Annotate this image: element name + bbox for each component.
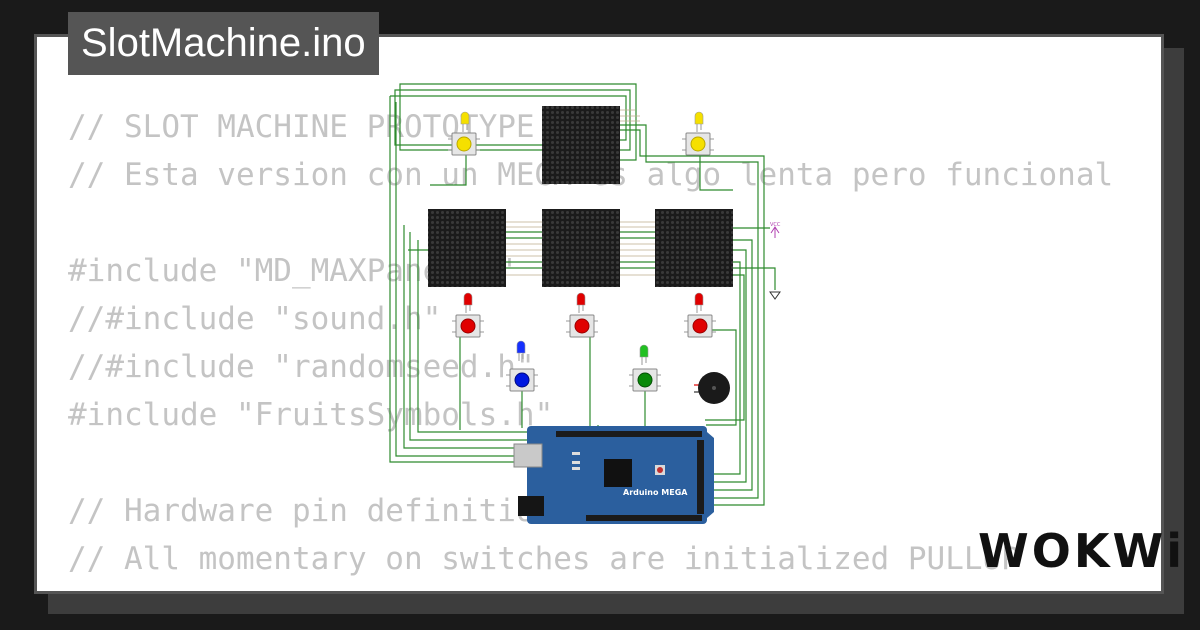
yellow-button-left[interactable]	[448, 132, 480, 156]
data-bus	[506, 109, 656, 276]
power-supply: VCC	[770, 222, 781, 238]
code-line: const uint8_t UP_PIN = 2;	[68, 583, 1113, 591]
power-jack	[518, 496, 544, 516]
code-line: // All momentary on switches are initial…	[68, 541, 1020, 577]
led-matrix-top	[542, 106, 620, 184]
red-button-right[interactable]	[684, 314, 716, 338]
buzzer	[694, 372, 730, 404]
header-bottom	[586, 515, 702, 521]
blue-button[interactable]	[506, 368, 538, 392]
code-line: #include "FruitsSymbols.h"	[68, 397, 554, 433]
led-matrix-left	[428, 209, 506, 287]
green-button[interactable]	[629, 368, 661, 392]
red-led-center	[576, 292, 586, 313]
project-title: SlotMachine.ino	[68, 12, 379, 75]
usb-port	[513, 443, 543, 468]
wokwi-logo: WOKWi	[978, 524, 1185, 578]
yellow-button-right[interactable]	[682, 132, 714, 156]
red-led-left	[463, 292, 473, 313]
header-side	[697, 440, 704, 514]
ground-icon	[769, 291, 781, 300]
arduino-mega-board: Arduino MEGA	[513, 426, 714, 524]
mcu-chip	[604, 459, 632, 487]
green-led	[639, 344, 649, 365]
red-button-center[interactable]	[566, 314, 598, 338]
yellow-led-right	[694, 111, 704, 132]
board-label: Arduino MEGA	[623, 488, 688, 497]
blue-led	[516, 340, 526, 361]
led-matrix-right	[655, 209, 733, 287]
led-matrix-center	[542, 209, 620, 287]
red-led-right	[694, 292, 704, 313]
code-line: //#include "sound.h"	[68, 301, 442, 337]
header-top	[556, 431, 702, 437]
yellow-led-left	[460, 111, 470, 132]
vcc-label: VCC	[770, 222, 781, 228]
red-button-left[interactable]	[452, 314, 484, 338]
code-preview: // SLOT MACHINE PROTOTYPE// Esta version…	[68, 103, 1113, 591]
